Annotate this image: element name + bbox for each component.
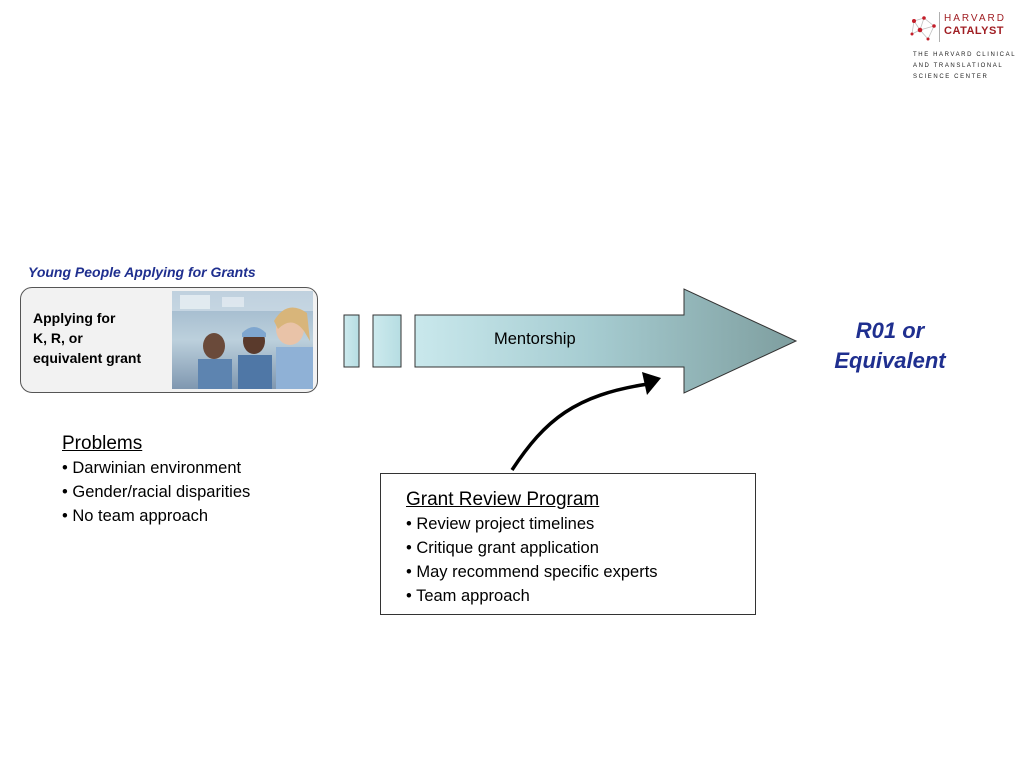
problems-item: • No team approach (62, 507, 209, 525)
problems-item: • Darwinian environment (62, 459, 242, 477)
clinicians-photo (172, 291, 313, 389)
logo-subtitle-line: THE HARVARD CLINICAL (913, 52, 1017, 58)
applicant-card: Applying for K, R, or equivalent grant (20, 287, 318, 393)
harvard-catalyst-logo: HARVARD CATALYST THE HARVARD CLINICAL AN… (908, 10, 1016, 82)
left-panel-title: Young People Applying for Grants (28, 264, 256, 280)
logo-divider (939, 12, 940, 42)
grant-review-item: • Critique grant application (406, 539, 599, 557)
card-line: Applying for (33, 310, 116, 326)
card-line: equivalent grant (33, 350, 142, 366)
grant-review-box: Grant Review Program • Review project ti… (380, 473, 756, 615)
grant-review-item: • May recommend specific experts (406, 563, 658, 581)
logo-harvard-text: HARVARD (944, 13, 1006, 24)
mentorship-label: Mentorship (494, 330, 576, 348)
problems-list: Problems • Darwinian environment • Gende… (62, 432, 250, 528)
arrowhead-icon (642, 372, 661, 395)
outcome-line: R01 or (855, 318, 925, 343)
problems-item: • Gender/racial disparities (62, 483, 251, 501)
curved-connector-arrow (510, 382, 649, 471)
network-logo-icon (910, 16, 936, 41)
progress-block-medium (372, 314, 402, 368)
outcome-line: Equivalent (834, 348, 946, 373)
mentorship-arrow (414, 288, 798, 394)
grant-review-text: Grant Review Program • Review project ti… (406, 488, 658, 608)
logo-catalyst-text: CATALYST (944, 25, 1005, 37)
grant-review-item: • Review project timelines (406, 515, 595, 533)
problems-heading: Problems (62, 433, 143, 454)
card-line: K, R, or (33, 330, 83, 346)
logo-subtitle-line: SCIENCE CENTER (913, 74, 989, 80)
grant-review-item: • Team approach (406, 587, 530, 605)
outcome-label: R01 or Equivalent (810, 316, 970, 376)
grant-review-heading: Grant Review Program (406, 489, 600, 510)
logo-subtitle: THE HARVARD CLINICAL AND TRANSLATIONAL S… (913, 50, 1016, 83)
progress-block-small (343, 314, 360, 368)
logo-subtitle-line: AND TRANSLATIONAL (913, 63, 1004, 69)
card-text: Applying for K, R, or equivalent grant (33, 308, 141, 368)
